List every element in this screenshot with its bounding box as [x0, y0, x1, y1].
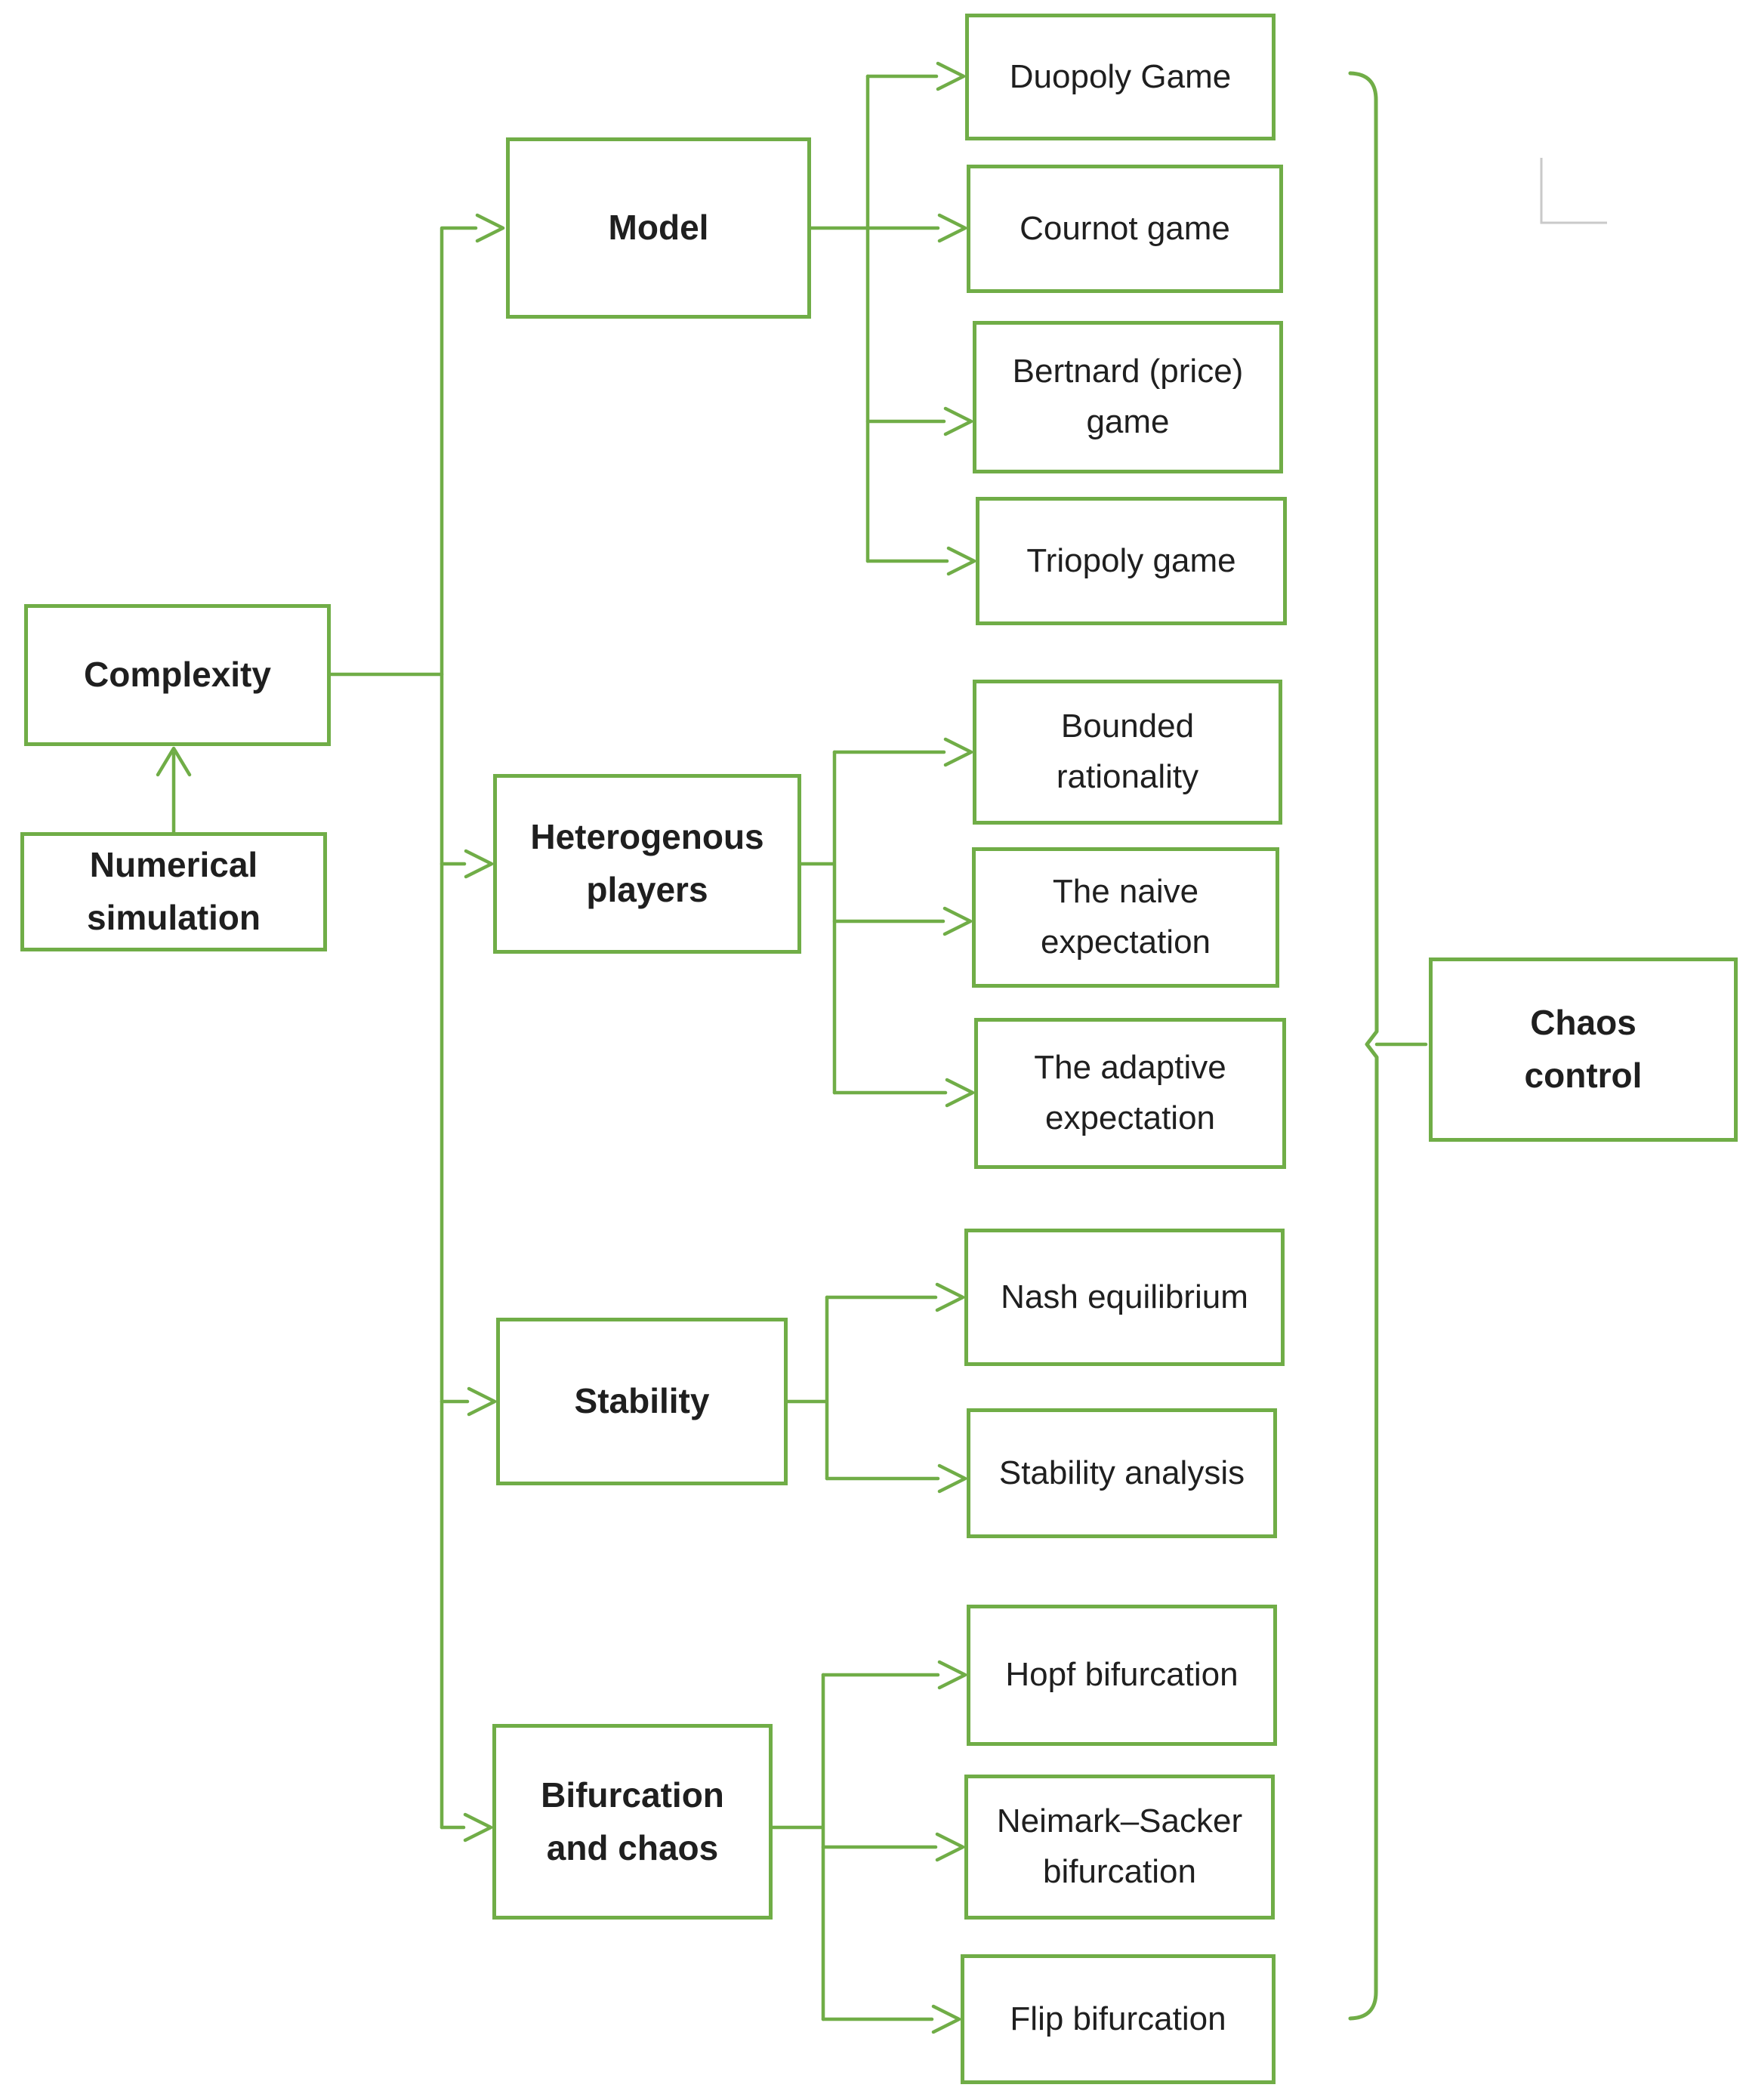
cournot-arrowhead-icon	[937, 213, 967, 243]
node-nash-equilibrium: Nash equilibrium	[964, 1229, 1285, 1366]
main-trunk-connector	[440, 226, 478, 1830]
flip-arrowhead-icon	[931, 2004, 961, 2034]
naive-arrowhead-icon	[942, 906, 973, 936]
node-bifurcation-and-chaos: Bifurcation and chaos	[492, 1724, 773, 1920]
stability-fanout-connector	[785, 1295, 829, 1481]
node-model: Model	[506, 137, 811, 319]
node-numerical-simulation: Numerical simulation	[20, 832, 327, 951]
bifurcation-arrowhead-icon	[463, 1812, 493, 1843]
adaptive-arrowhead-icon	[945, 1078, 975, 1108]
bifurcation-fanout-connector	[770, 1673, 825, 2021]
right-brace-bracket	[1348, 71, 1379, 2021]
heterogenous-fanout-connector	[799, 750, 837, 1095]
nash-arrowhead-icon	[935, 1282, 965, 1312]
stability-arrowhead-icon	[467, 1386, 497, 1417]
up-arrowhead-icon	[156, 746, 192, 777]
stability-analysis-arrowhead-icon	[937, 1463, 967, 1494]
node-bertnard-game: Bertnard (price) game	[973, 321, 1283, 473]
node-stability: Stability	[496, 1318, 788, 1485]
model-arrowhead-icon	[475, 213, 505, 243]
model-fanout-connector	[809, 74, 870, 563]
node-complexity: Complexity	[24, 604, 331, 746]
node-stability-analysis: Stability analysis	[967, 1408, 1277, 1538]
node-hopf-bifurcation: Hopf bifurcation	[967, 1605, 1277, 1746]
node-triopoly-game: Triopoly game	[976, 497, 1287, 625]
corner-mark	[1540, 158, 1607, 224]
duopoly-arrowhead-icon	[936, 61, 966, 91]
bertnard-arrowhead-icon	[943, 406, 973, 436]
hopf-arrowhead-icon	[937, 1660, 967, 1690]
heterogenous-arrowhead-icon	[464, 849, 494, 879]
node-flip-bifurcation: Flip bifurcation	[961, 1954, 1276, 2084]
triopoly-arrowhead-icon	[946, 546, 976, 576]
bounded-arrowhead-icon	[943, 737, 973, 767]
node-cournot-game: Cournot game	[967, 165, 1283, 293]
node-neimark-sacker-bifurcation: Neimark–Sacker bifurcation	[964, 1775, 1275, 1920]
neimark-arrowhead-icon	[935, 1832, 965, 1862]
node-heterogenous-players: Heterogenous players	[493, 774, 801, 954]
node-bounded-rationality: Bounded rationality	[973, 680, 1282, 825]
node-adaptive-expectation: The adaptive expectation	[974, 1018, 1286, 1169]
node-naive-expectation: The naive expectation	[972, 847, 1279, 988]
node-chaos-control: Chaos control	[1429, 957, 1738, 1142]
node-duopoly-game: Duopoly Game	[965, 14, 1276, 140]
